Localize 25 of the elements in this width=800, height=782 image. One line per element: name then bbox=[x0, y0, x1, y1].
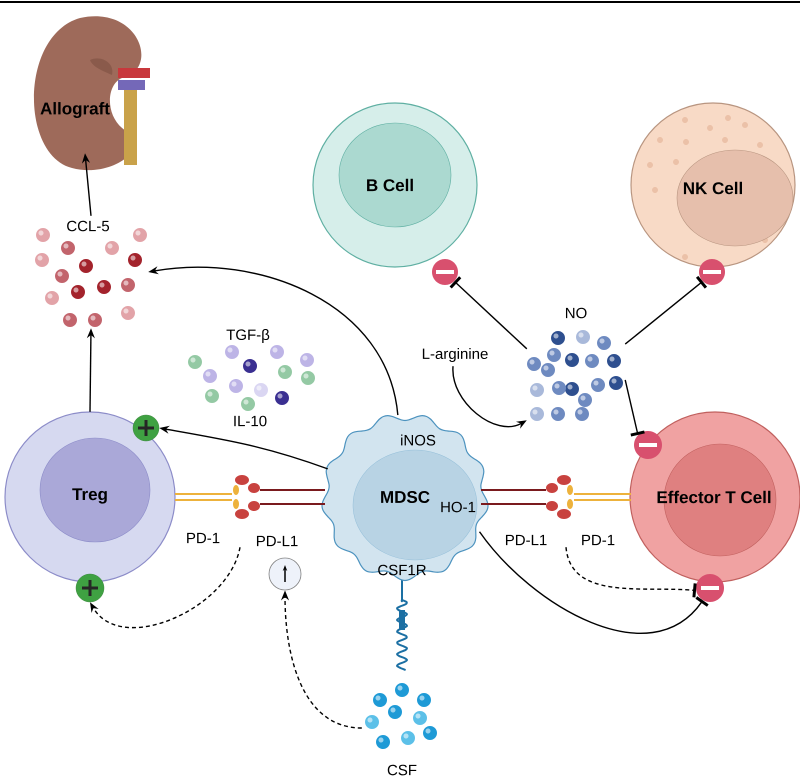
molecule-label: L-arginine bbox=[422, 348, 488, 362]
plus-badge bbox=[76, 574, 104, 602]
molecule-label: CSF bbox=[388, 764, 416, 776]
marker-label: CSF1R bbox=[378, 564, 426, 576]
cell-label: Effector T Cell bbox=[658, 490, 770, 504]
arrow bbox=[90, 547, 241, 628]
minus-badge bbox=[432, 259, 458, 285]
marker-label: HO-1 bbox=[441, 502, 476, 512]
minus-badge bbox=[696, 574, 724, 602]
minus-badge bbox=[699, 259, 725, 285]
cell-label: Treg bbox=[72, 488, 107, 504]
marker-label: iNOS bbox=[401, 434, 436, 446]
plus-badge bbox=[132, 414, 160, 442]
receptor-label: PD-L1 bbox=[256, 536, 298, 546]
receptor-label: PD-1 bbox=[582, 534, 614, 546]
receptor-label: PD-L1 bbox=[506, 534, 547, 546]
molecule-label: TGF-β bbox=[226, 329, 270, 343]
molecule-label: IL-10 bbox=[234, 416, 266, 426]
cell-label: NK Cell bbox=[684, 182, 742, 194]
cell-label: MDSC bbox=[381, 490, 430, 504]
receptor-label: PD-1 bbox=[187, 532, 220, 544]
molecule-label: CCL-5 bbox=[67, 220, 110, 232]
molecule-label: NO bbox=[566, 308, 587, 318]
cell-label: B Cell bbox=[367, 178, 413, 192]
arrow bbox=[565, 547, 697, 598]
